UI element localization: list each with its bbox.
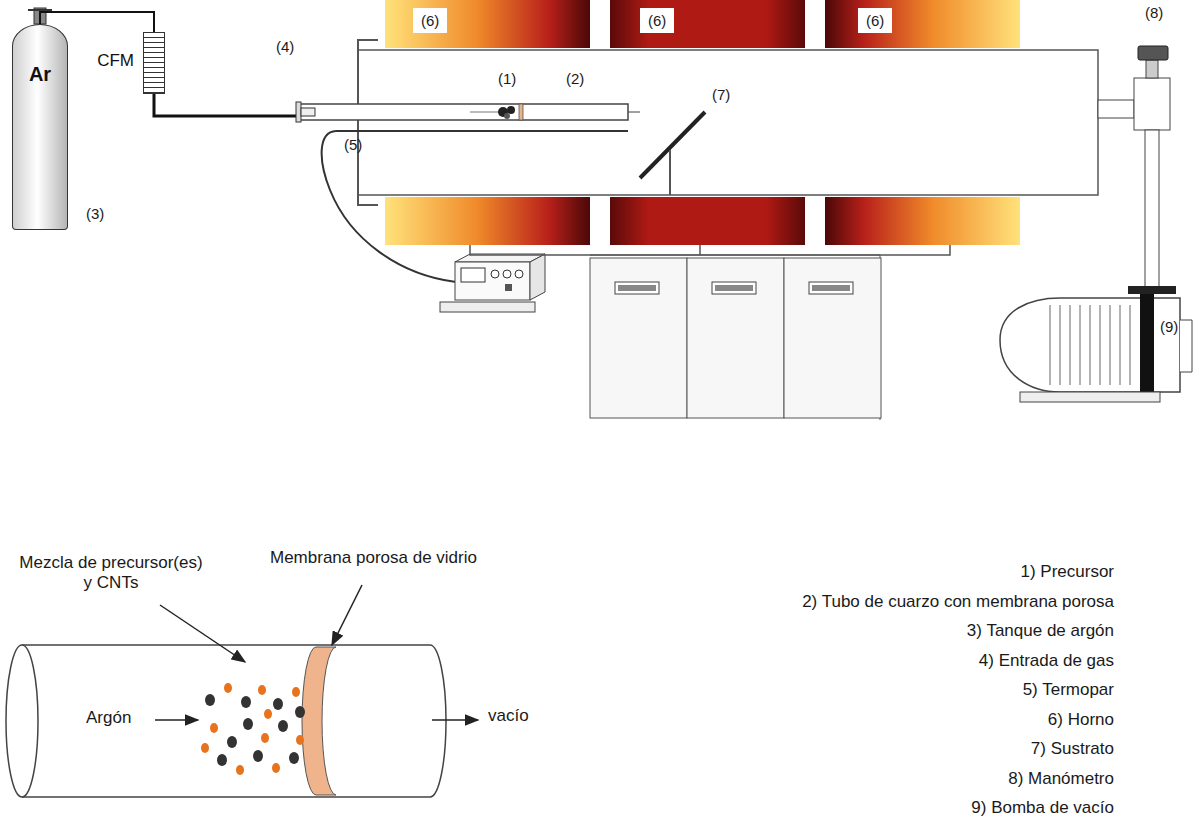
- legend-item: 2) Tubo de cuarzo con membrana porosa: [802, 592, 1114, 612]
- gas-tank: Ar: [12, 24, 68, 230]
- flow-label: vacío: [488, 706, 529, 726]
- callout-number: (3): [86, 205, 104, 222]
- legend-item: 6) Horno: [1048, 710, 1114, 730]
- flow-meter: CFM: [143, 32, 165, 94]
- legend-item: 3) Tanque de argón: [967, 621, 1114, 641]
- part-label: Membrana porosa de vidrio: [270, 548, 477, 568]
- callout-number: (4): [276, 38, 294, 55]
- node-label: CFM: [97, 51, 134, 71]
- callout-number: (8): [1145, 4, 1163, 21]
- callout-number: (9): [1160, 318, 1178, 335]
- legend-item: 7) Sustrato: [1031, 739, 1114, 759]
- callout-number: (6): [640, 8, 674, 33]
- part-label: Mezcla de precursor(es) y CNTs: [16, 553, 206, 592]
- legend-item: 8) Manómetro: [1008, 769, 1114, 789]
- legend-item: 4) Entrada de gas: [979, 651, 1114, 671]
- callout-number: (7): [712, 86, 730, 103]
- callout-number: (2): [566, 70, 584, 87]
- callout-number: (5): [344, 136, 362, 153]
- flow-label: Argón: [86, 708, 131, 728]
- callout-number: (6): [858, 8, 892, 33]
- legend-item: 1) Precursor: [1020, 562, 1114, 582]
- callout-number: (6): [413, 8, 447, 33]
- callout-number: (1): [498, 70, 516, 87]
- legend-item: 5) Termopar: [1023, 680, 1114, 700]
- legend-item: 9) Bomba de vacío: [971, 798, 1114, 818]
- node-label: Ar: [13, 63, 67, 86]
